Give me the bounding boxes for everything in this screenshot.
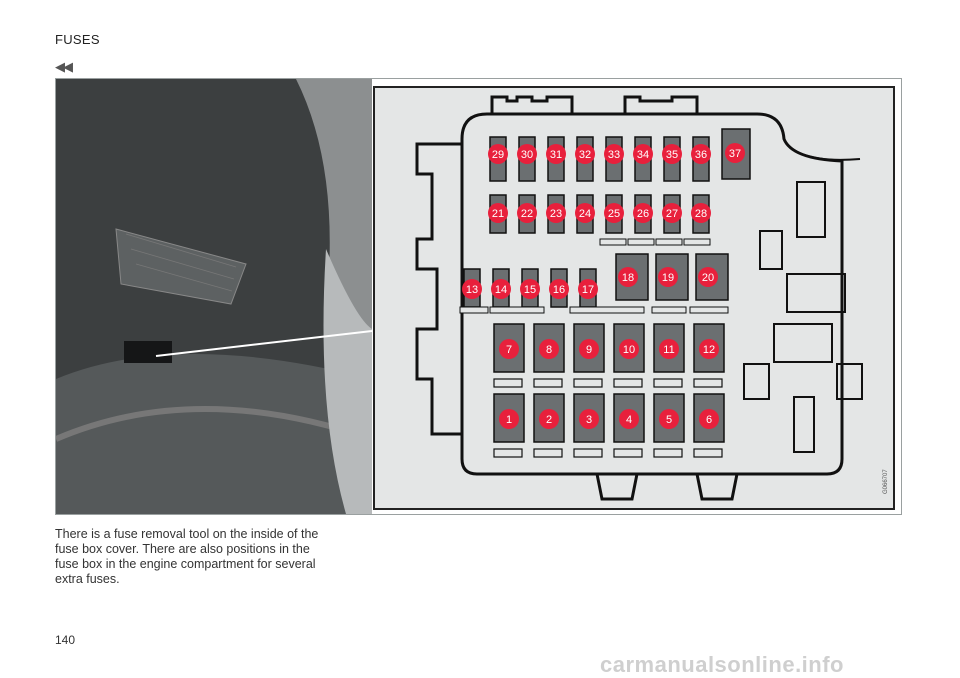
svg-text:7: 7 (506, 344, 512, 356)
page-header-title: FUSES (55, 32, 100, 47)
svg-text:32: 32 (579, 149, 591, 161)
fuse-5: 5 (653, 393, 685, 443)
svg-text:24: 24 (579, 208, 591, 220)
fuse-33: 33 (604, 136, 624, 182)
figure-code: G066707 (883, 469, 889, 494)
svg-text:3: 3 (586, 414, 592, 426)
fuse-26: 26 (633, 194, 653, 234)
fuse-25: 25 (604, 194, 624, 234)
fuse-18: 18 (615, 253, 649, 301)
fuse-4: 4 (613, 393, 645, 443)
watermark: carmanualsonline.info (600, 652, 844, 677)
svg-text:19: 19 (662, 272, 674, 284)
svg-text:11: 11 (663, 344, 674, 356)
svg-text:29: 29 (492, 149, 504, 161)
fuse-32: 32 (575, 136, 595, 182)
fuse-12: 12 (693, 323, 725, 373)
page-number: 140 (55, 633, 76, 647)
fuse-16: 16 (549, 268, 569, 308)
svg-text:16: 16 (553, 284, 565, 296)
fuse-34: 34 (633, 136, 653, 182)
svg-text:36: 36 (695, 149, 707, 161)
svg-text:35: 35 (666, 149, 678, 161)
fuse-37: 37 (721, 128, 751, 180)
svg-text:12: 12 (703, 344, 715, 356)
trunk-photo (56, 79, 373, 514)
fuse-20: 20 (695, 253, 729, 301)
fuse-30: 30 (517, 136, 537, 182)
svg-text:5: 5 (666, 414, 672, 426)
svg-text:33: 33 (608, 149, 620, 161)
fuse-23: 23 (546, 194, 566, 234)
svg-text:37: 37 (729, 148, 741, 160)
svg-text:21: 21 (492, 208, 504, 220)
svg-text:14: 14 (495, 284, 507, 296)
svg-text:4: 4 (626, 414, 632, 426)
fuse-21: 21 (488, 194, 508, 234)
svg-text:28: 28 (695, 208, 707, 220)
svg-text:22: 22 (521, 208, 533, 220)
svg-text:31: 31 (550, 149, 562, 161)
svg-text:20: 20 (702, 272, 714, 284)
fuse-10: 10 (613, 323, 645, 373)
svg-text:25: 25 (608, 208, 620, 220)
trunk-photo-illustration (56, 79, 373, 514)
svg-text:27: 27 (666, 208, 678, 220)
fuse-11: 11 (653, 323, 685, 373)
fuse-19: 19 (655, 253, 689, 301)
svg-text:18: 18 (622, 272, 634, 284)
fuse-1: 1 (493, 393, 525, 443)
fuse-17: 17 (578, 268, 598, 308)
fuse-36: 36 (691, 136, 711, 182)
fuse-24: 24 (575, 194, 595, 234)
body-paragraph: There is a fuse removal tool on the insi… (55, 527, 319, 586)
svg-text:23: 23 (550, 208, 562, 220)
fuse-3: 3 (573, 393, 605, 443)
fuse-35: 35 (662, 136, 682, 182)
fuse-6: 6 (693, 393, 725, 443)
svg-text:15: 15 (524, 284, 536, 296)
fuse-14: 14 (491, 268, 511, 308)
svg-text:2: 2 (546, 414, 552, 426)
fuse-13: 13 (462, 268, 482, 308)
svg-text:13: 13 (466, 284, 478, 296)
fuse-31: 31 (546, 136, 566, 182)
svg-text:34: 34 (637, 149, 649, 161)
fuse-29: 29 (488, 136, 508, 182)
fuse-22: 22 (517, 194, 537, 234)
svg-text:17: 17 (582, 284, 594, 296)
svg-text:10: 10 (623, 344, 635, 356)
fuse-7: 7 (493, 323, 525, 373)
fuse-8: 8 (533, 323, 565, 373)
fuse-28: 28 (691, 194, 711, 234)
leader-line (155, 330, 373, 357)
fuse-9: 9 (573, 323, 605, 373)
fuse-27: 27 (662, 194, 682, 234)
fuse-15: 15 (520, 268, 540, 308)
double-left-arrow-icon: ◀◀ (55, 59, 73, 74)
fuse-2: 2 (533, 393, 565, 443)
svg-text:26: 26 (637, 208, 649, 220)
svg-text:6: 6 (706, 414, 712, 426)
svg-text:1: 1 (506, 414, 512, 426)
svg-text:9: 9 (586, 344, 592, 356)
svg-text:8: 8 (546, 344, 552, 356)
svg-text:30: 30 (521, 149, 533, 161)
